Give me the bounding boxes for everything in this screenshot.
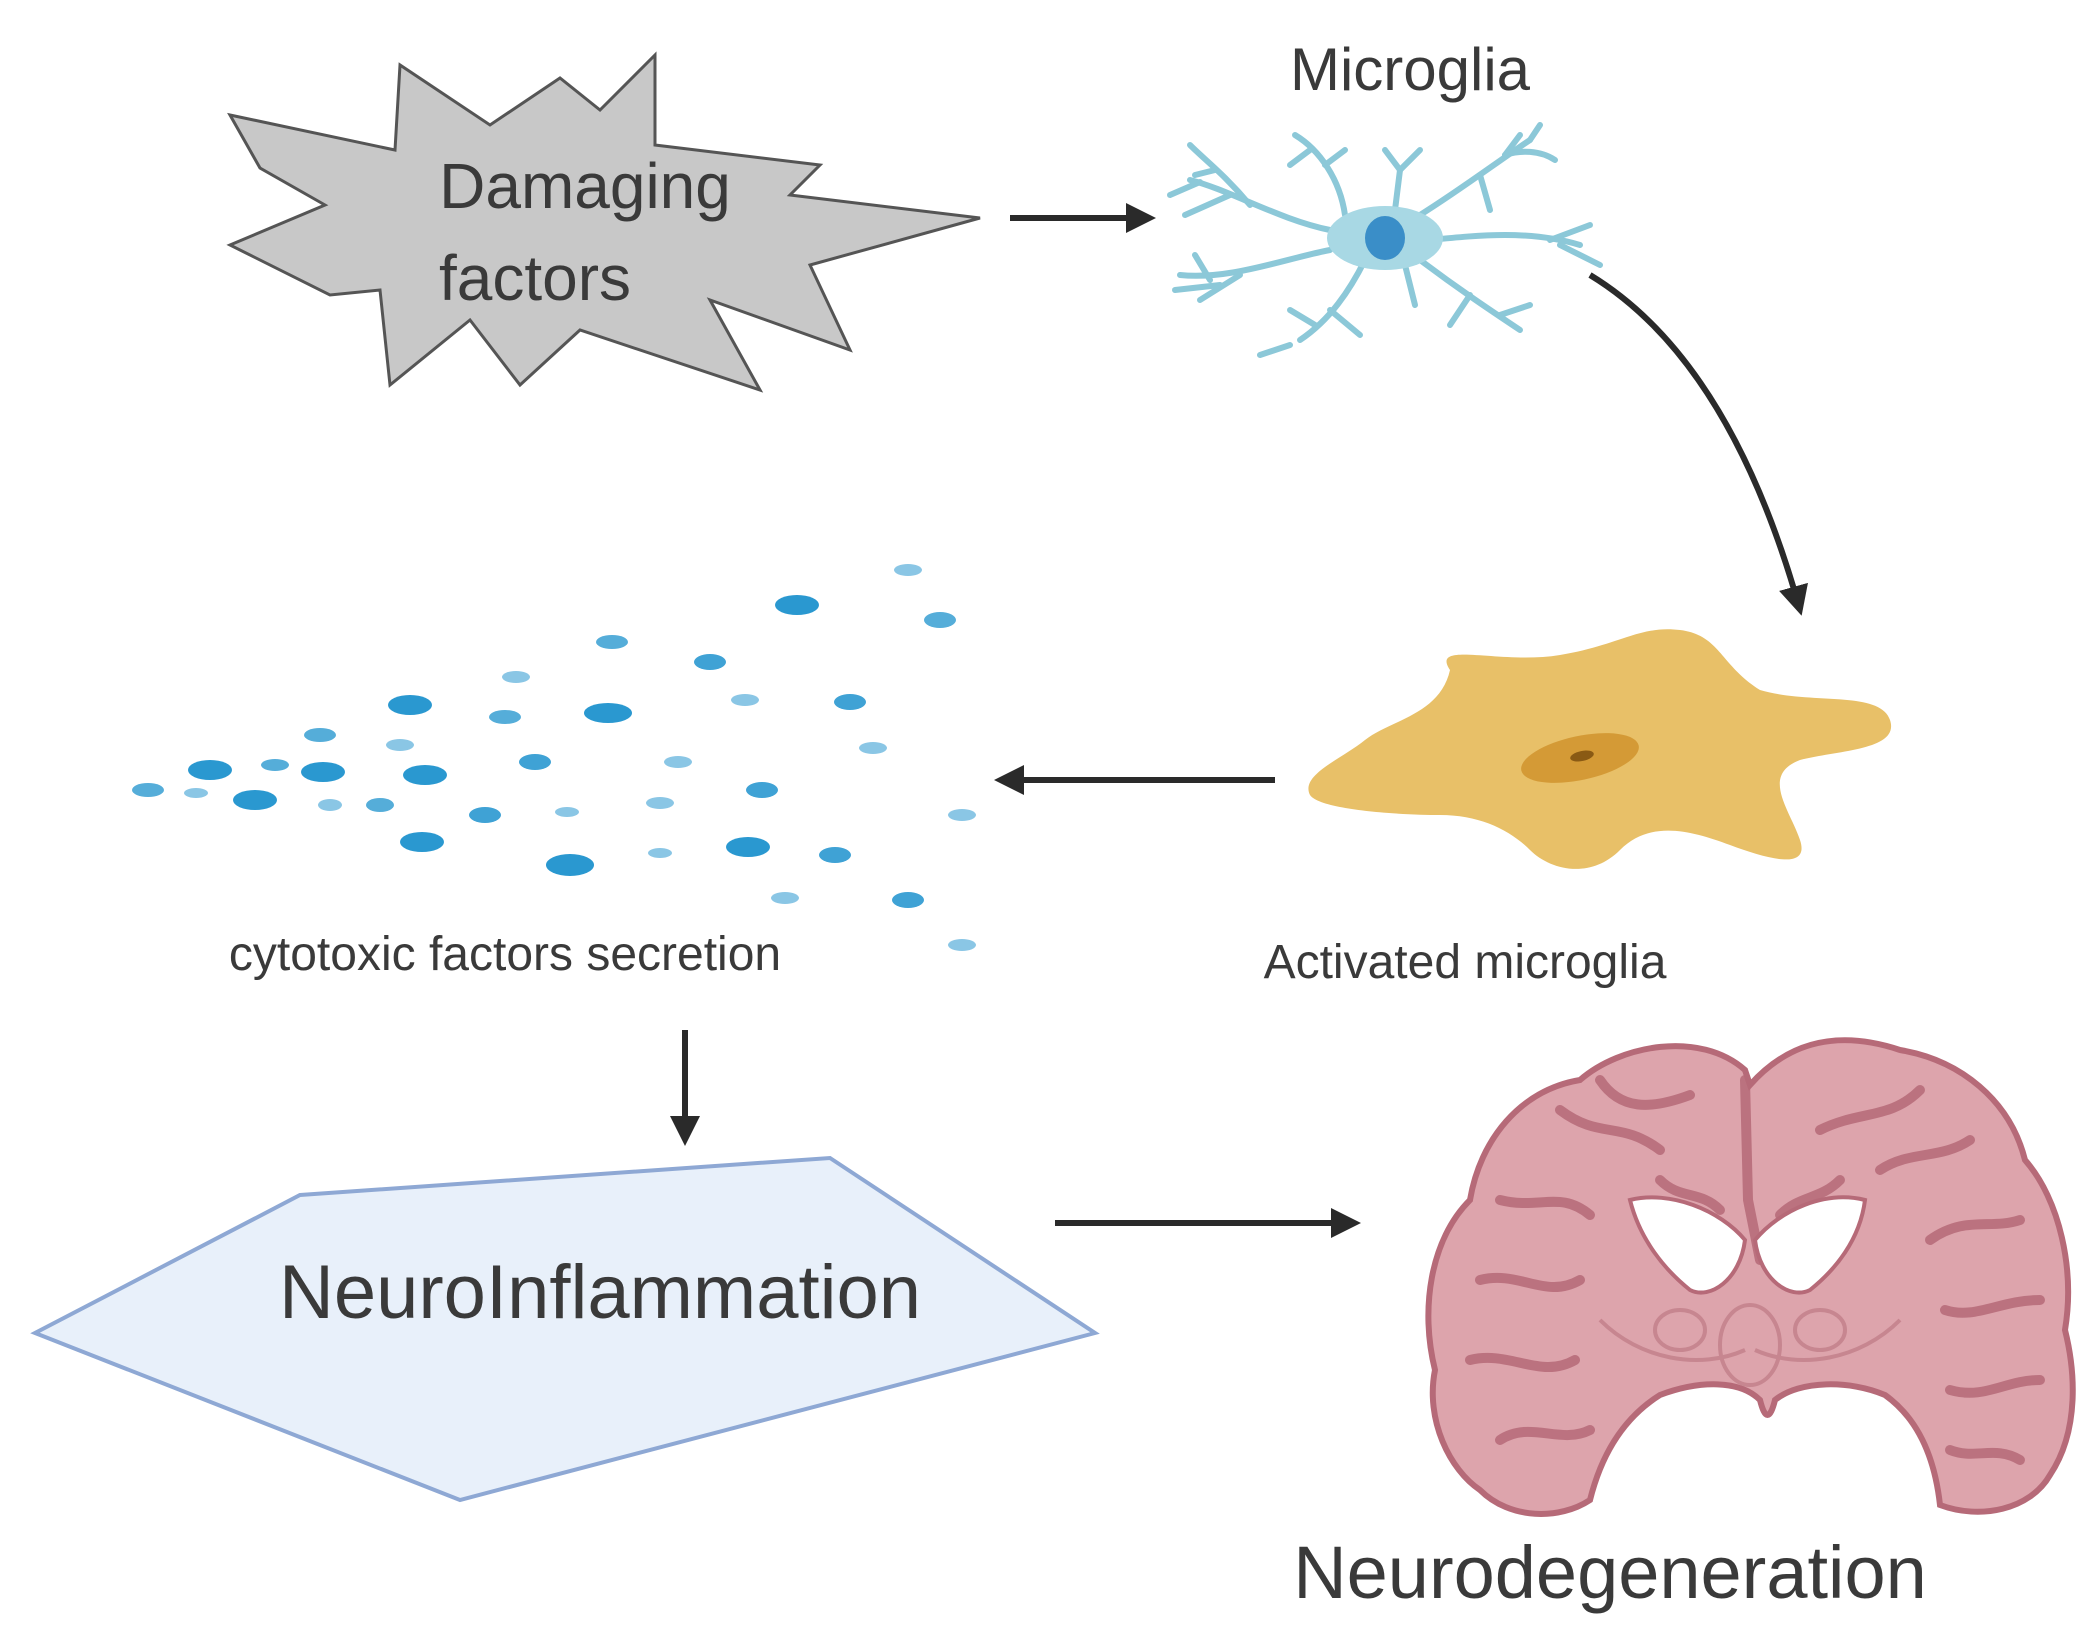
particle [584, 703, 632, 723]
particle [366, 798, 394, 812]
particle [646, 797, 674, 809]
microglia-nucleus [1365, 216, 1405, 260]
particle [894, 564, 922, 576]
particle [726, 837, 770, 857]
cytotoxic-label: cytotoxic factors secretion [229, 928, 781, 981]
activated-microglia-label: Activated microglia [1264, 936, 1667, 989]
microglia-cell [1167, 122, 1603, 358]
particle [819, 847, 851, 863]
activated-microglia-nucleolus [1570, 750, 1594, 762]
particle [489, 710, 521, 724]
particle [555, 807, 579, 817]
particle [948, 809, 976, 821]
particle [519, 754, 551, 770]
particle [771, 892, 799, 904]
particle [948, 939, 976, 951]
particle [132, 783, 164, 797]
particle [301, 762, 345, 782]
particle [188, 760, 232, 780]
particle [834, 694, 866, 710]
brain-ventricle-left [1627, 1195, 1748, 1295]
particle [233, 790, 277, 810]
brain-section [1425, 1037, 2076, 1517]
damaging-factors-starburst [226, 51, 981, 393]
particle [924, 612, 956, 628]
neuroinflammation-label: NeuroInflammation [279, 1250, 921, 1335]
particle [400, 832, 444, 852]
particle [261, 759, 289, 771]
particle [388, 695, 432, 715]
microglia-label: Microglia [1290, 36, 1531, 103]
damaging-factors-label-line1: Damaging [439, 150, 731, 222]
particle [648, 848, 672, 858]
particle [664, 756, 692, 768]
particle [596, 635, 628, 649]
particle [469, 807, 501, 823]
brain-ventricle-right [1752, 1195, 1868, 1295]
particle [731, 694, 759, 706]
particle [184, 788, 208, 798]
arrow-microglia-to-activated [1588, 272, 1808, 616]
damaging-factors-label-line2: factors [439, 242, 631, 314]
particle [386, 739, 414, 751]
neurodegeneration-label: Neurodegeneration [1293, 1531, 1927, 1614]
particle [502, 671, 530, 683]
neuroinflammation-shape [30, 1155, 1100, 1503]
particle [859, 742, 887, 754]
particle [403, 765, 447, 785]
particle [892, 892, 924, 908]
particle [304, 728, 336, 742]
particle [318, 799, 342, 811]
particle [546, 854, 594, 876]
particle [746, 782, 778, 798]
particle [775, 595, 819, 615]
particle [694, 654, 726, 670]
cytotoxic-particles [132, 564, 976, 951]
